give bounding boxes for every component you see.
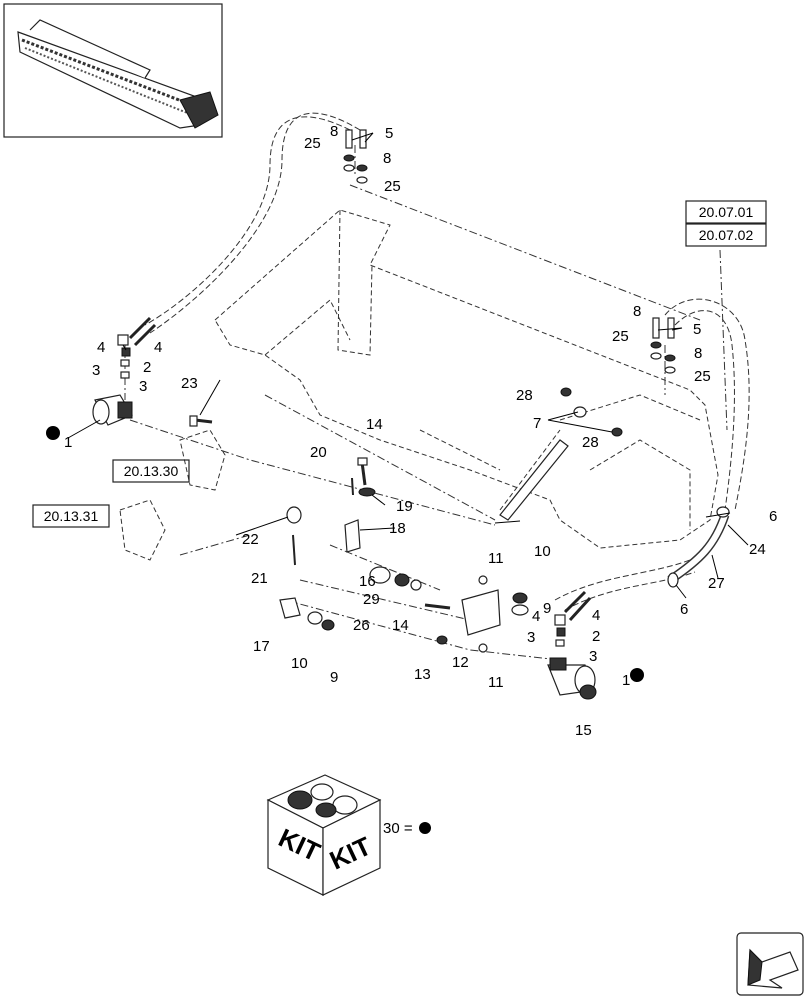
gearbox-housing-left — [119, 429, 226, 561]
callout-17: 17 — [253, 638, 270, 655]
ref-box-20-07-01[interactable] — [685, 200, 767, 224]
callout-4: 4 — [532, 608, 540, 625]
callout-12: 12 — [452, 654, 469, 671]
kit-dot-right — [630, 668, 644, 682]
drive-tube — [499, 439, 730, 588]
callout-26: 26 — [353, 617, 370, 634]
callout-24: 24 — [749, 541, 766, 558]
callout-2: 2 — [592, 628, 600, 645]
callout-8: 8 — [383, 150, 391, 167]
header-thumbnail-drawing — [17, 19, 219, 129]
hardware-parts — [189, 387, 623, 700]
callout-3: 3 — [139, 378, 147, 395]
callout-1: 1 — [622, 672, 630, 689]
callout-4: 4 — [154, 339, 162, 356]
callout-6: 6 — [680, 601, 688, 618]
callout-9: 9 — [330, 669, 338, 686]
callout-18: 18 — [389, 520, 406, 537]
reference-boxes: 20.07.01 20.07.02 20.13.30 20.13.31 — [32, 200, 767, 528]
callout-8: 8 — [330, 123, 338, 140]
ref-label-20-07-01: 20.07.01 — [699, 204, 754, 220]
ref-label-20-13-31: 20.13.31 — [44, 508, 99, 524]
callout-28: 28 — [582, 434, 599, 451]
ref-box-20-13-30[interactable] — [112, 459, 190, 483]
callout-10: 10 — [291, 655, 308, 672]
callout-14: 14 — [392, 617, 409, 634]
navigation-arrow[interactable] — [736, 932, 804, 996]
callout-9: 9 — [543, 600, 551, 617]
callout-23: 23 — [181, 375, 198, 392]
callout-8: 8 — [694, 345, 702, 362]
kit-legend-text: 30 = — [383, 820, 413, 837]
hydraulic-motor-left — [92, 394, 133, 426]
callout-25: 25 — [694, 368, 711, 385]
callout-10: 10 — [534, 543, 551, 560]
callout-3: 3 — [589, 648, 597, 665]
callout-3: 3 — [527, 629, 535, 646]
callout-1: 1 — [64, 434, 72, 451]
callout-25: 25 — [384, 178, 401, 195]
ref-label-20-07-02: 20.07.02 — [699, 227, 754, 243]
callout-13: 13 — [414, 666, 431, 683]
callout-27: 27 — [708, 575, 725, 592]
callout-5: 5 — [385, 125, 393, 142]
overview-thumbnail — [3, 3, 223, 138]
callout-11: 11 — [488, 550, 504, 567]
fittings-top — [343, 129, 368, 184]
hydraulic-hoses — [144, 112, 750, 611]
callout-20: 20 — [310, 444, 327, 461]
callout-15: 15 — [575, 722, 592, 739]
callout-28: 28 — [516, 387, 533, 404]
callout-21: 21 — [251, 570, 268, 587]
callout-3: 3 — [92, 362, 100, 379]
callouts: 1 1 2 2 3 3 3 3 4 4 4 4 5 5 6 6 7 8 8 8 … — [46, 123, 777, 739]
callout-4: 4 — [97, 339, 105, 356]
fittings-right-top — [650, 317, 676, 374]
callout-25: 25 — [304, 135, 321, 152]
callout-6: 6 — [769, 508, 777, 525]
ref-box-20-13-31[interactable] — [32, 504, 110, 528]
callout-22: 22 — [242, 531, 259, 548]
callout-14: 14 — [366, 416, 383, 433]
fittings-right-bottom — [554, 590, 592, 647]
fittings-left — [117, 316, 157, 379]
ref-box-20-07-02[interactable] — [685, 223, 767, 247]
callout-25: 25 — [612, 328, 629, 345]
callout-16: 16 — [359, 573, 376, 590]
assembly-lines — [124, 145, 728, 661]
kit-dot-left — [46, 426, 60, 440]
callout-29: 29 — [363, 591, 380, 608]
callout-2: 2 — [143, 359, 151, 376]
leader-lines — [67, 132, 749, 599]
kit-legend-dot — [419, 822, 431, 834]
kit-box-icon: KIT KIT — [266, 774, 382, 896]
header-frame — [214, 209, 719, 549]
callout-11: 11 — [488, 674, 504, 691]
callout-7: 7 — [533, 415, 541, 432]
callout-4: 4 — [592, 607, 600, 624]
callout-19: 19 — [396, 498, 413, 515]
callout-5: 5 — [693, 321, 701, 338]
ref-label-20-13-30: 20.13.30 — [124, 463, 179, 479]
callout-8: 8 — [633, 303, 641, 320]
